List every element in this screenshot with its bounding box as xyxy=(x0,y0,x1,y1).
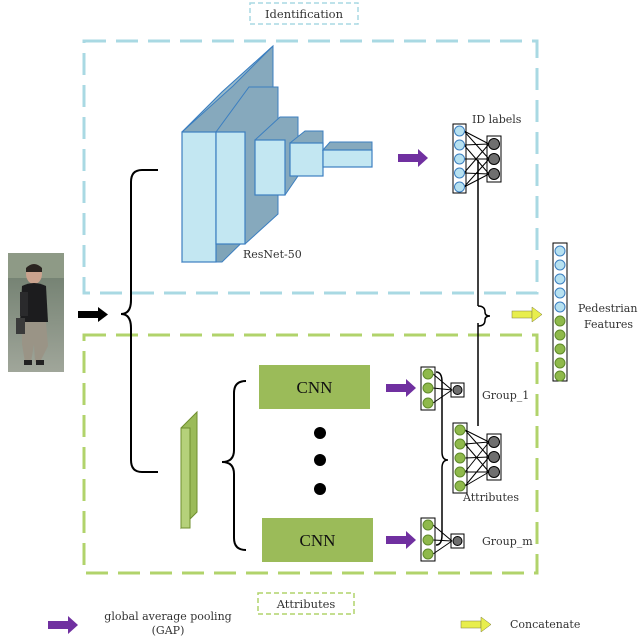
pedestrian-image xyxy=(8,253,64,372)
cnn-bottom-label: CNN xyxy=(300,531,336,550)
legend-concat-label: Concatenate xyxy=(510,618,580,631)
features-label: Features xyxy=(584,318,633,331)
cnn-top-label: CNN xyxy=(297,378,333,397)
resnet-50 xyxy=(182,46,372,262)
identification-title: Identification xyxy=(265,7,344,21)
concat-arrow xyxy=(512,307,542,322)
pedestrian-label: Pedestrian xyxy=(578,302,637,315)
attributes-title: Attributes xyxy=(276,597,336,611)
cnn-brace xyxy=(222,381,246,550)
gap-arrow-group-1 xyxy=(386,379,416,397)
gap-arrow-id xyxy=(398,149,428,167)
legend-gap-arrow xyxy=(48,616,78,634)
group-m-label: Group_m xyxy=(482,535,533,548)
attributes-head-network xyxy=(453,423,501,493)
ellipsis-dots xyxy=(314,427,326,495)
legend-gap-line1: global average pooling xyxy=(104,610,231,623)
id-labels-label: ID labels xyxy=(472,113,522,126)
left-brace xyxy=(121,170,158,472)
pedestrian-features-vector xyxy=(553,243,567,381)
group-merge-brace xyxy=(436,372,448,545)
input-arrow xyxy=(78,307,108,322)
feature-map-slab xyxy=(181,412,197,528)
merge-brace xyxy=(478,306,490,326)
gap-arrow-group-m xyxy=(386,531,416,549)
resnet-label: ResNet-50 xyxy=(243,248,302,261)
attributes-head-label: Attributes xyxy=(462,491,519,504)
legend-concat-arrow xyxy=(461,617,491,632)
group-1-label: Group_1 xyxy=(482,389,529,402)
legend-gap-line2: (GAP) xyxy=(152,624,185,637)
id-labels-network xyxy=(453,124,501,193)
